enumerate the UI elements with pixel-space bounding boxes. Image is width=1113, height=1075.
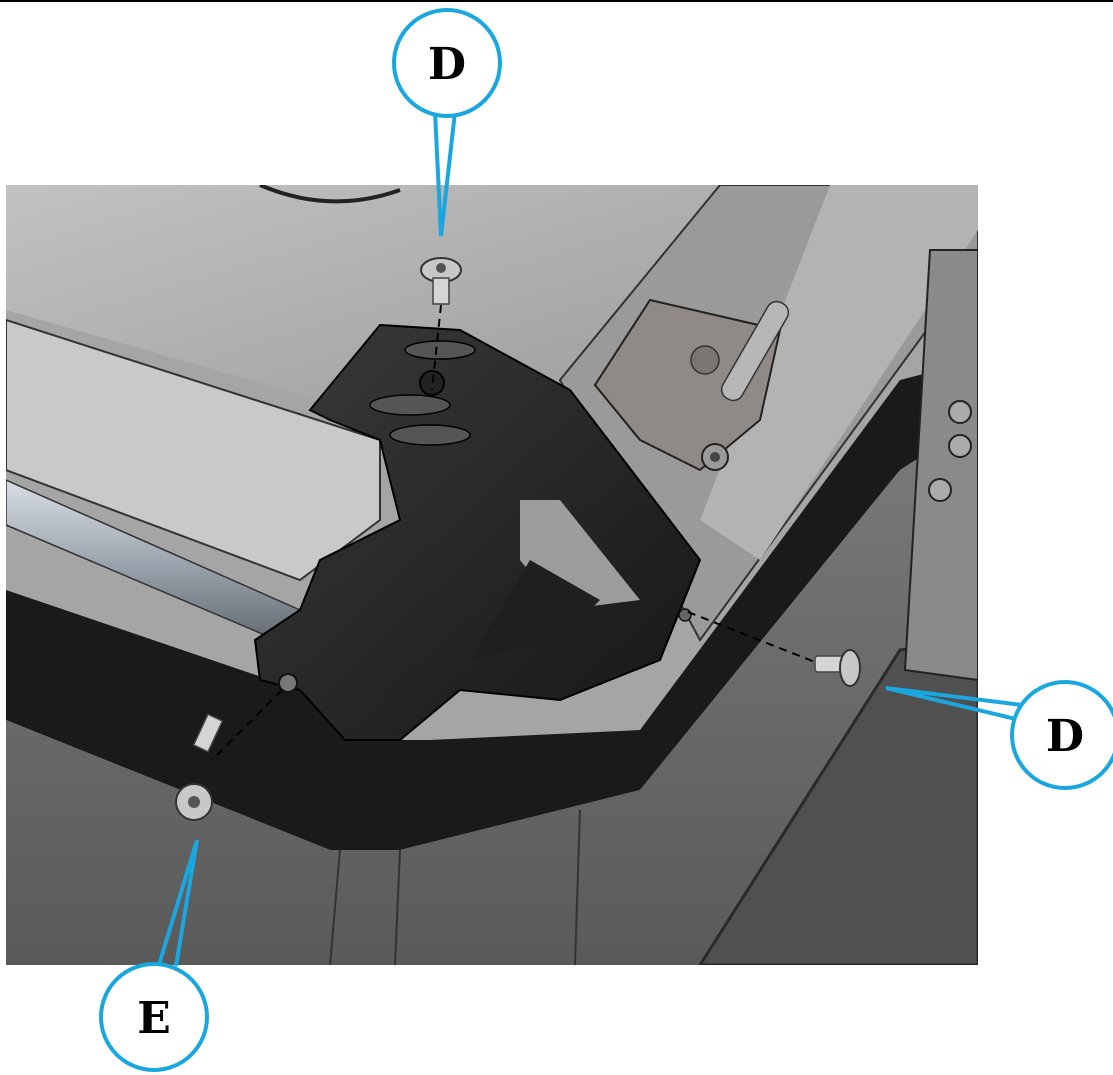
callout-d-top: D — [392, 8, 502, 237]
seal-band — [6, 360, 978, 850]
callout-label: E — [137, 993, 171, 1044]
side-bracket — [903, 249, 978, 682]
axis-line — [687, 611, 816, 663]
callout-label: D — [428, 39, 466, 90]
case-render — [6, 185, 978, 965]
callout-e-bottom: E — [99, 839, 209, 1072]
corner-protector — [253, 323, 702, 741]
lid-surface — [6, 185, 720, 400]
case-body — [6, 420, 978, 965]
screw-icon — [420, 257, 462, 305]
callout-d-right: D — [885, 680, 1113, 790]
pin-icon — [814, 649, 861, 687]
callout-label: D — [1046, 711, 1084, 762]
screw-icon — [175, 713, 224, 821]
hinge-icon — [593, 298, 790, 472]
axis-line — [211, 689, 283, 761]
top-border-line — [0, 0, 1113, 2]
axis-line — [431, 304, 442, 391]
